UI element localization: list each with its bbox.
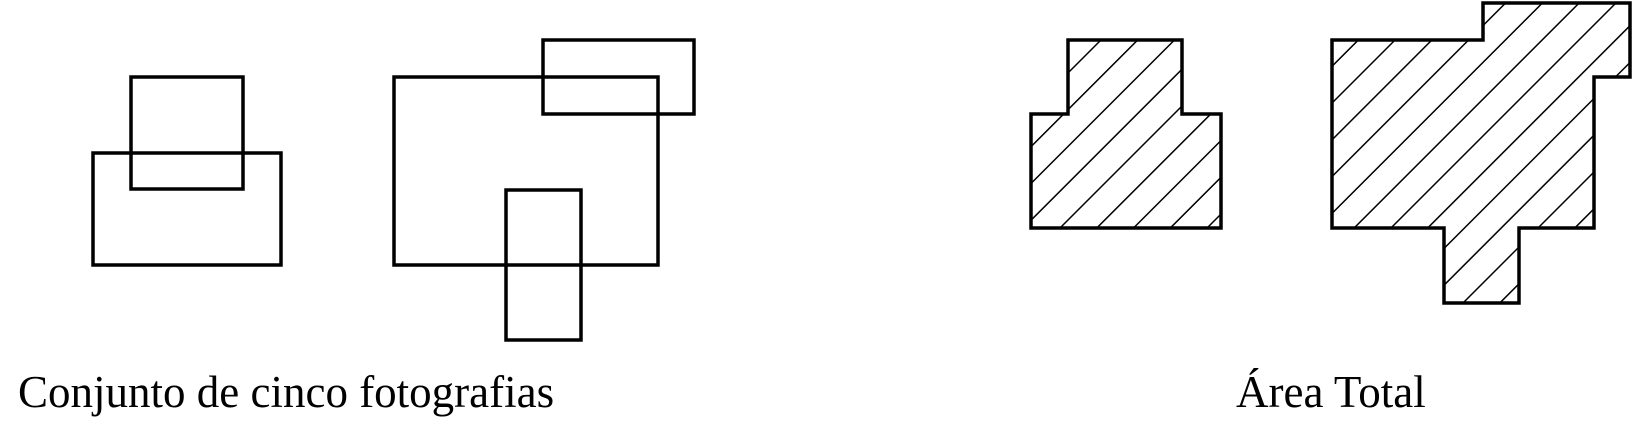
- total-area-shape-right: [1330, 1, 1632, 305]
- total-area-group: [1029, 1, 1632, 305]
- caption-photo-set: Conjunto de cinco fotografias: [18, 367, 555, 417]
- photo-triple-right: [392, 38, 696, 342]
- photo-set-group: [91, 38, 696, 342]
- photo-rect-1: [129, 75, 245, 191]
- caption-total-area: Área Total: [1236, 367, 1426, 417]
- photo-rect-5: [504, 188, 583, 342]
- total-area-shape-left: [1029, 38, 1223, 230]
- photo-rect-4: [541, 38, 696, 116]
- photo-rect-2: [91, 151, 283, 267]
- photo-rect-3: [392, 75, 660, 267]
- photo-pair-left: [91, 75, 283, 267]
